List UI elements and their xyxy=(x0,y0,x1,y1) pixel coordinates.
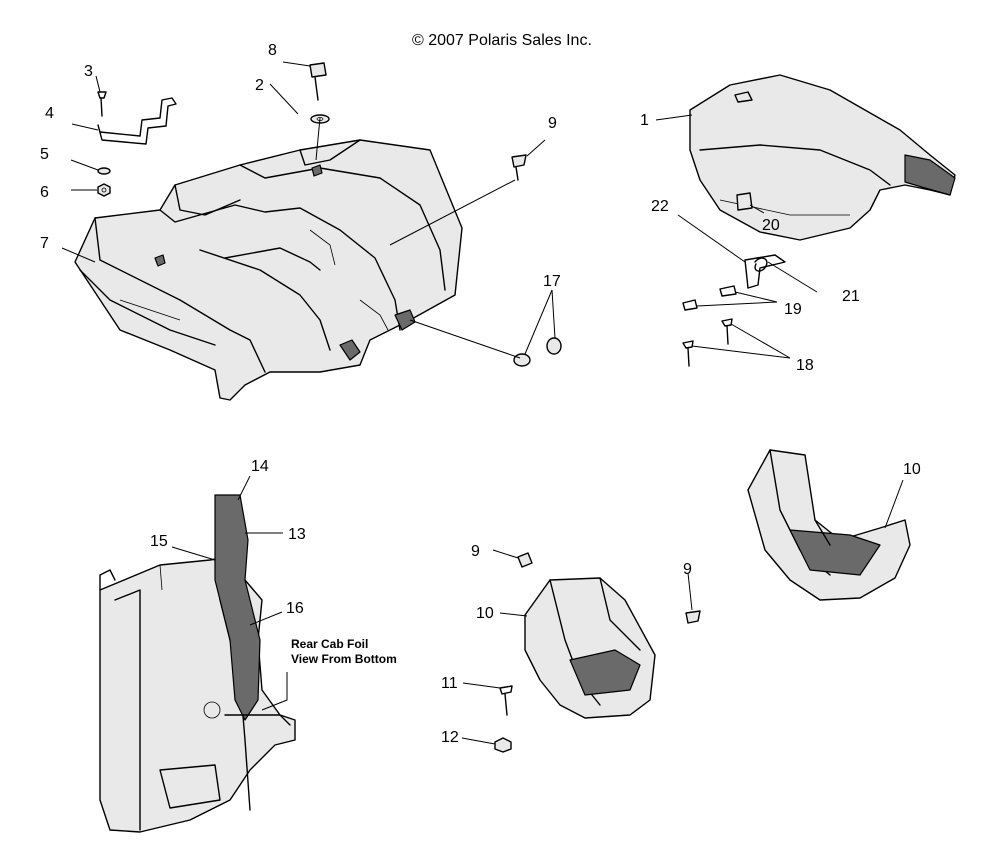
label-3: 3 xyxy=(84,63,93,80)
label-4: 4 xyxy=(45,105,54,122)
label-16: 16 xyxy=(286,600,304,617)
label-1: 1 xyxy=(640,112,649,129)
label-15: 15 xyxy=(150,533,168,550)
label-22: 22 xyxy=(651,198,669,215)
bumper-part-20 xyxy=(736,192,753,211)
push-rivet-part-9-right xyxy=(685,610,701,624)
label-12: 12 xyxy=(441,729,459,746)
label-18: 18 xyxy=(796,357,814,374)
label-9-top: 9 xyxy=(548,115,557,132)
label-13: 13 xyxy=(288,526,306,543)
clip-part-19 xyxy=(682,285,737,311)
footwell-left xyxy=(524,577,656,719)
grommet-part-17 xyxy=(513,337,562,367)
pin-part-18 xyxy=(682,318,733,367)
label-17: 17 xyxy=(543,273,561,290)
note-line-2: View From Bottom xyxy=(291,652,397,666)
label-11: 11 xyxy=(441,675,458,692)
bolt-part-8 xyxy=(309,62,327,101)
label-9-right: 9 xyxy=(683,561,692,578)
label-10-left: 10 xyxy=(476,605,494,622)
bolt-part-11 xyxy=(499,685,513,716)
bolt-part-3 xyxy=(97,91,107,117)
label-8: 8 xyxy=(268,42,277,59)
label-10-right: 10 xyxy=(903,461,921,478)
note-line-1: Rear Cab Foil xyxy=(291,637,368,651)
footwell-right xyxy=(747,449,911,601)
rear-cab xyxy=(74,139,463,401)
label-7: 7 xyxy=(40,235,49,252)
rear-cab-foil xyxy=(99,494,296,833)
nut-part-12 xyxy=(494,737,512,753)
seat xyxy=(689,74,956,241)
leader-lines xyxy=(61,61,904,745)
label-14: 14 xyxy=(251,458,269,475)
washer-part-5 xyxy=(97,167,111,175)
copyright-text: © 2007 Polaris Sales Inc. xyxy=(412,32,592,49)
label-19: 19 xyxy=(784,301,802,318)
nut-part-6 xyxy=(97,183,111,197)
latch-part-22 xyxy=(744,254,786,289)
label-20: 20 xyxy=(762,217,780,234)
push-rivet-part-9-top xyxy=(511,154,527,181)
part-labels: 1 2 3 4 5 6 7 8 9 9 9 10 10 11 12 13 14 … xyxy=(40,42,921,746)
bracket-part-4 xyxy=(97,97,177,145)
label-2: 2 xyxy=(255,77,264,94)
label-9-left: 9 xyxy=(471,543,480,560)
spring-part-21 xyxy=(754,257,768,272)
label-6: 6 xyxy=(40,184,49,201)
label-21: 21 xyxy=(842,288,860,305)
label-5: 5 xyxy=(40,146,49,163)
push-rivet-part-9-left xyxy=(517,552,533,568)
